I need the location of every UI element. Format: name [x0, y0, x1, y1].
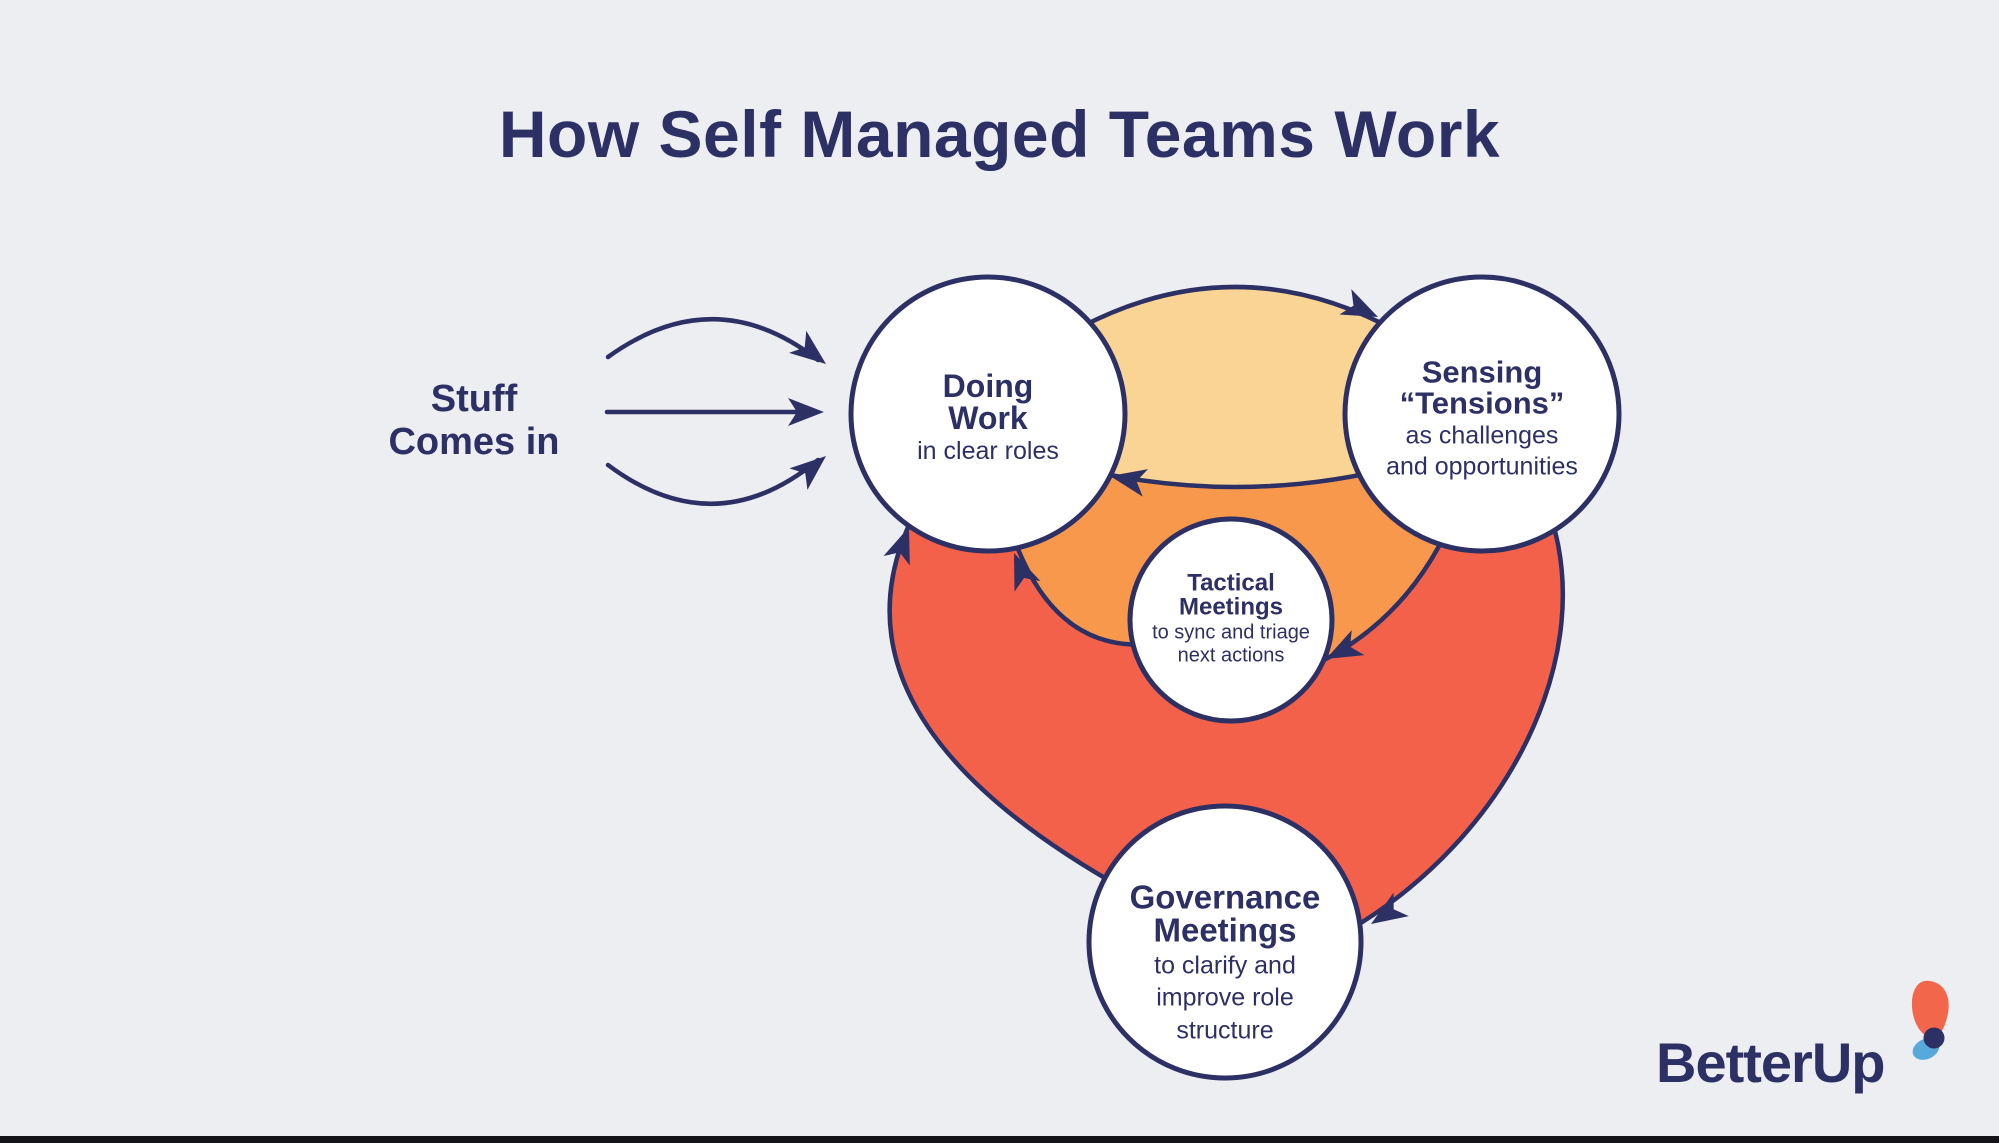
- betterup-wordmark: BetterUp: [1656, 1031, 1885, 1094]
- governance-title-line1: Governance: [1129, 878, 1321, 916]
- sensing-subtitle-line1: as challenges: [1405, 421, 1559, 450]
- arrowhead-into-doing-from-governance: [883, 527, 910, 566]
- sensing-tensions-label: Sensing “Tensions” as challenges and opp…: [1386, 357, 1578, 480]
- tactical-meetings-label: Tactical Meetings to sync and triage nex…: [1152, 569, 1310, 667]
- input-label: Stuff Comes in: [299, 378, 649, 463]
- sensing-title-line2: “Tensions”: [1399, 385, 1565, 421]
- governance-subtitle-line3: structure: [1176, 1016, 1274, 1045]
- input-arc-bottom: [605, 457, 821, 506]
- sensing-subtitle-line2: and opportunities: [1386, 452, 1578, 480]
- arrowhead-into-sensing: [1339, 289, 1378, 317]
- sensing-tensions-circle: [1342, 274, 1622, 554]
- arrowhead-into-tactical: [1326, 630, 1365, 659]
- arrowhead-into-doing-from-tactical: [1014, 553, 1041, 592]
- logo-coral-petal-icon: [1911, 980, 1949, 1038]
- tactical-subtitle-line2: next actions: [1177, 645, 1285, 667]
- arrowheads: [788, 289, 1409, 924]
- governance-title-line2: Meetings: [1153, 911, 1297, 949]
- input-label-line2: Comes in: [388, 420, 560, 463]
- logo-navy-dot-icon: [1923, 1027, 1945, 1049]
- node-circles: [848, 274, 1622, 1081]
- sensing-title-line1: Sensing: [1421, 354, 1543, 390]
- arrowhead-into-governance: [1371, 892, 1409, 924]
- input-label-line1: Stuff: [430, 378, 518, 420]
- tactical-subtitle-line1: to sync and triage: [1152, 621, 1310, 644]
- doing-work-title-line2: Work: [948, 399, 1028, 436]
- governance-meetings-label: Governance Meetings to clarify and impro…: [1130, 881, 1321, 1044]
- doing-work-subtitle: in clear roles: [917, 436, 1059, 465]
- input-arrowhead-middle: [788, 398, 824, 426]
- doing-work-title-line1: Doing: [942, 367, 1034, 404]
- governance-subtitle-line2: improve role: [1156, 983, 1294, 1012]
- tactical-title-line1: Tactical: [1187, 569, 1275, 597]
- governance-meetings-circle: [1086, 803, 1364, 1081]
- page-title: How Self Managed Teams Work: [498, 97, 1501, 171]
- arrowhead-into-doing-from-sensing: [1110, 469, 1149, 497]
- input-arc-top: [605, 317, 821, 363]
- input-arrowhead-top: [789, 330, 826, 364]
- betterup-logo-mark: [1911, 980, 1949, 1060]
- bottom-bar: [0, 1136, 1999, 1143]
- governance-subtitle-line1: to clarify and: [1154, 951, 1296, 980]
- doing-work-label: Doing Work in clear roles: [917, 370, 1059, 464]
- tactical-meetings-circle: [1127, 516, 1335, 724]
- input-arrowhead-bottom: [789, 456, 826, 490]
- tactical-title-line2: Meetings: [1178, 593, 1283, 621]
- doing-work-circle: [848, 274, 1128, 554]
